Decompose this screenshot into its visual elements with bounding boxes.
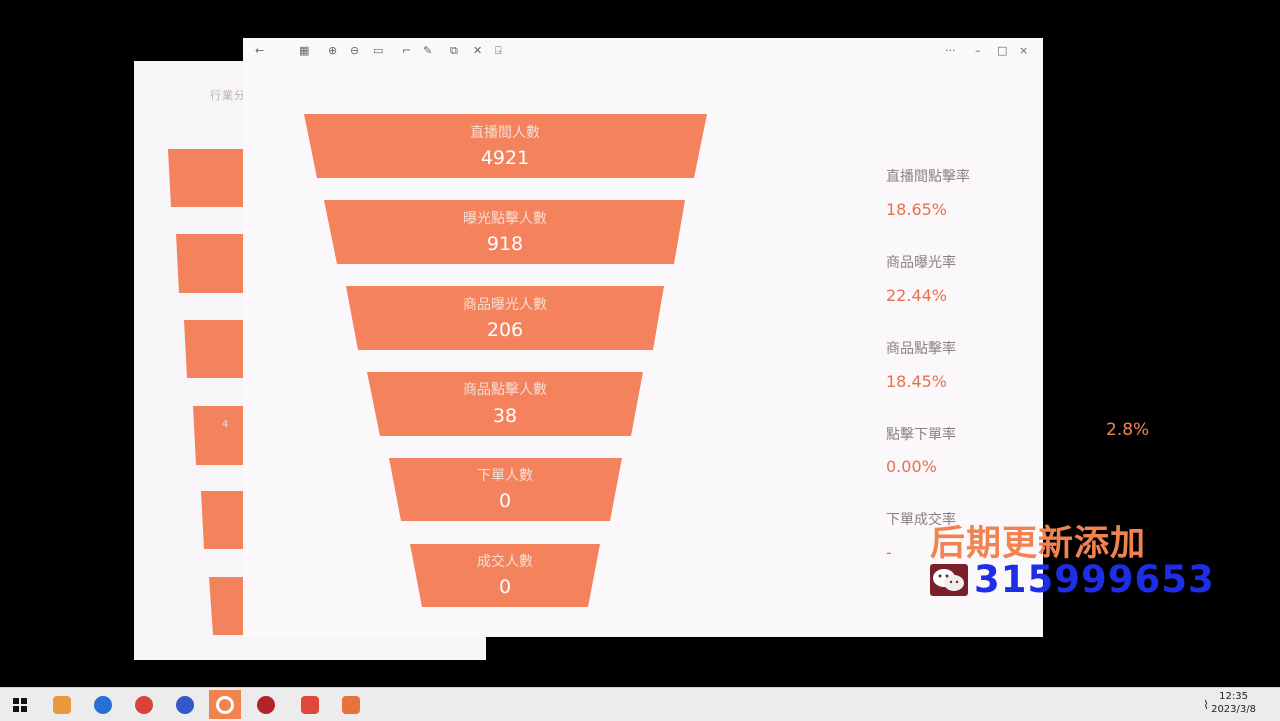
rate-label: 點擊下單率 xyxy=(886,427,956,443)
more-button[interactable]: ··· xyxy=(945,44,956,57)
fit-icon[interactable]: ▭ xyxy=(373,44,384,57)
edit-icon[interactable]: ✎ xyxy=(423,44,433,57)
funnel-stage-value: 0 xyxy=(498,576,512,598)
funnel-stage-label: 下單人數 xyxy=(477,468,533,484)
funnel-stage-2-bar xyxy=(324,200,685,264)
background-partial-number: 4 xyxy=(222,419,229,430)
overlay-contact: 315999653 xyxy=(930,558,1215,601)
overlay-title: 后期更新添加 xyxy=(930,524,1147,564)
taskbar: ⌇ 12:35 2023/3/8 xyxy=(0,687,1280,721)
floating-rate-value: 2.8% xyxy=(1106,420,1150,440)
rate-label: 商品點擊率 xyxy=(886,341,956,357)
rate-value: 22.44% xyxy=(886,286,948,305)
funnel-stage-value: 206 xyxy=(486,319,524,341)
browser-icon[interactable] xyxy=(87,690,119,719)
funnel-stage-1-bar xyxy=(304,114,707,178)
funnel-stage-value: 4921 xyxy=(480,147,530,169)
rate-label: 直播間點擊率 xyxy=(886,169,970,185)
rate-value: 18.45% xyxy=(886,372,948,391)
wechat-icon xyxy=(930,563,968,596)
rate-label: 商品曝光率 xyxy=(886,255,956,271)
funnel-stage-value: 38 xyxy=(492,405,518,427)
background-window-title: 行業分 xyxy=(210,89,246,102)
funnel-stage-label: 商品點擊人數 xyxy=(463,382,547,398)
funnel-stage-4-bar xyxy=(367,372,643,436)
funnel-stage-label: 直播間人數 xyxy=(470,125,540,141)
close-button[interactable]: × xyxy=(1019,44,1029,57)
funnel-stage-label: 商品曝光人數 xyxy=(463,297,547,313)
share-icon[interactable]: ⧉ xyxy=(450,44,458,57)
zoom-out-icon[interactable]: ⊖ xyxy=(350,44,360,57)
rate-value: - xyxy=(886,543,892,562)
funnel-stage-value: 0 xyxy=(498,490,512,512)
minimize-button[interactable]: – xyxy=(975,44,981,57)
exit-icon[interactable]: ⍈ xyxy=(495,44,502,57)
firefox-icon[interactable] xyxy=(169,690,201,719)
system-clock[interactable]: 12:35 2023/3/8 xyxy=(1211,690,1256,716)
clock-date: 2023/3/8 xyxy=(1211,704,1256,715)
rate-value: 18.65% xyxy=(886,200,948,219)
image-viewer-window: ← ▦ ⊕ ⊖ ▭ ⌐ ✎ ⧉ ✕ ⍈ ··· – □ × 直播間人數 4921… xyxy=(243,38,1043,637)
zoom-in-icon[interactable]: ⊕ xyxy=(328,44,338,57)
grid-icon[interactable]: ▦ xyxy=(299,44,310,57)
chrome-icon[interactable] xyxy=(128,690,160,719)
back-arrow-icon[interactable]: ← xyxy=(255,44,265,57)
media-player-icon[interactable] xyxy=(335,690,367,719)
chat-app-icon[interactable] xyxy=(250,690,282,719)
maximize-button[interactable]: □ xyxy=(997,44,1008,57)
wps-icon[interactable] xyxy=(294,690,326,719)
background-funnel xyxy=(168,149,243,635)
network-icon[interactable]: ⌇ xyxy=(1203,697,1209,712)
file-explorer-icon[interactable] xyxy=(46,690,78,719)
funnel-stage-label: 成交人數 xyxy=(477,554,533,570)
refresh-app-icon[interactable] xyxy=(209,690,241,719)
rate-value: 0.00% xyxy=(886,457,937,476)
delete-icon[interactable]: ✕ xyxy=(473,44,483,57)
funnel-stage-5-bar xyxy=(389,458,622,521)
rate-label: 下單成交率 xyxy=(886,512,956,528)
funnel-stage-3-bar xyxy=(346,286,664,350)
funnel-stage-label: 曝光點擊人數 xyxy=(463,211,547,227)
funnel-stage-6-bar xyxy=(410,544,600,607)
clock-time: 12:35 xyxy=(1219,691,1248,702)
crop-icon[interactable]: ⌐ xyxy=(402,44,412,57)
overlay-contact-number: 315999653 xyxy=(974,558,1215,601)
viewer-toolbar: ← ▦ ⊕ ⊖ ▭ ⌐ ✎ ⧉ ✕ ⍈ ··· – □ × xyxy=(243,38,1043,66)
funnel-stage-value: 918 xyxy=(486,233,524,255)
funnel-chart xyxy=(304,114,707,607)
start-icon[interactable] xyxy=(4,690,36,719)
